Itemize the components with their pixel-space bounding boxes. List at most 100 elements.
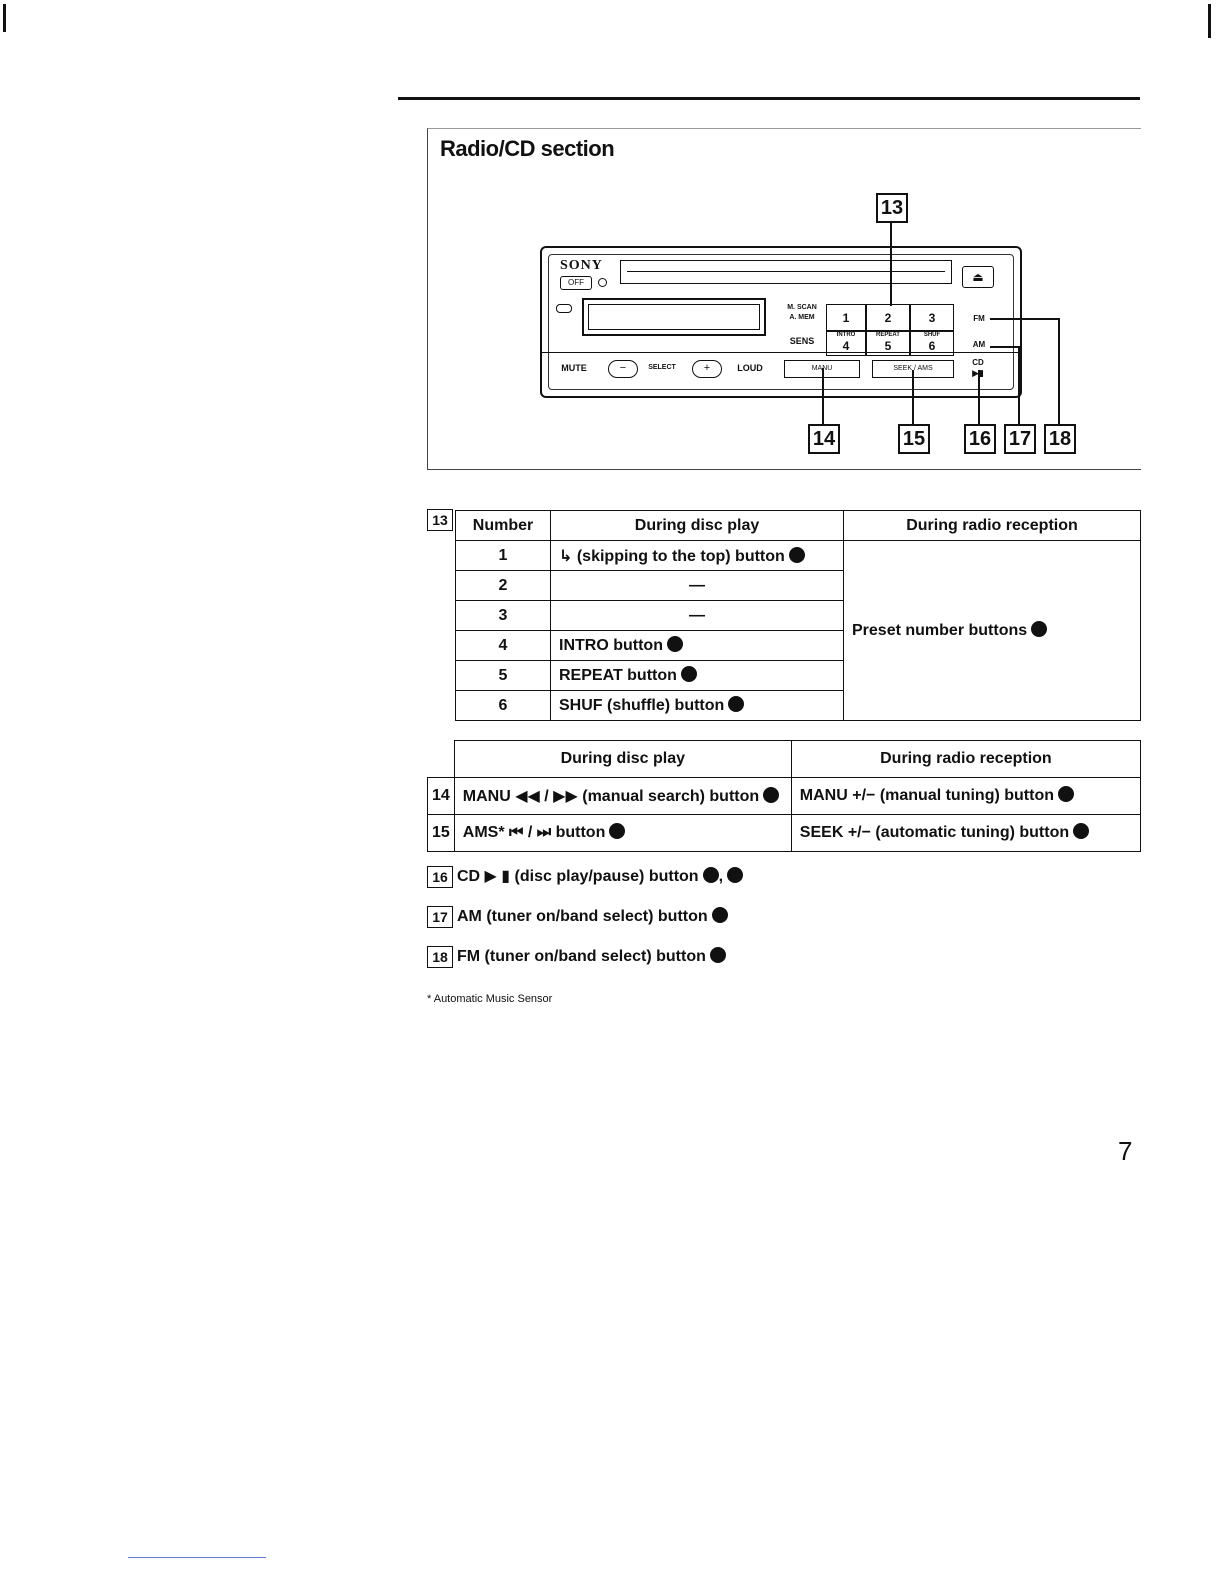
fm-label: FM [973, 314, 985, 323]
loud-label: LOUD [737, 363, 763, 373]
leader-16 [978, 370, 980, 424]
plus-key: + [692, 360, 722, 378]
shuf-label: SHUF [923, 332, 941, 338]
ref-marker-icon [609, 823, 626, 839]
row-disc: REPEAT button [550, 660, 844, 691]
leader-17-h [990, 346, 1018, 348]
preset-5-key: REPEAT 5 [866, 330, 910, 356]
header-rule [398, 97, 1140, 100]
preset-6-key: SHUF 6 [910, 330, 954, 356]
row-disc-text: ↳ (skipping to the top) button [559, 547, 785, 565]
cd-label: CD [972, 358, 984, 367]
callout-18: 18 [1044, 424, 1076, 454]
callout-16: 16 [964, 424, 996, 454]
row-radio: MANU +/− (manual tuning) button [790, 776, 1142, 815]
item-tag: 16 [427, 866, 453, 888]
row-number: 3 [455, 600, 551, 631]
leader-13 [890, 220, 892, 306]
row-radio-text: SEEK +/− (automatic tuning) button [799, 824, 1070, 841]
row-number: 5 [455, 660, 551, 691]
table-row: 6 SHUF (shuffle) button [455, 690, 1141, 721]
row-tag-cell: 15 [427, 813, 455, 852]
m-scan-label: M. SCAN [787, 304, 817, 311]
leader-14 [822, 368, 824, 424]
search-buttons-table: During disc play During radio reception … [427, 740, 1142, 852]
ref-marker-icon [728, 696, 745, 712]
select-label: SELECT [648, 364, 676, 371]
figure-title: Radio/CD section [440, 136, 615, 161]
ref-marker-icon [680, 666, 697, 682]
intro-label: INTRO [836, 332, 856, 338]
ref-marker-icon [702, 867, 719, 884]
car-stereo-faceplate: SONY OFF ⏏ M. SCAN A. MEM SENS 1 2 3 INT… [540, 246, 1022, 398]
row-radio-merged: Preset number buttons [843, 540, 1141, 721]
ams-label: AMS [917, 365, 933, 372]
header-disc: During disc play [453, 740, 792, 778]
right-margin-mark [1208, 4, 1211, 38]
row-tag: 15 [432, 823, 450, 841]
row-disc: AMS* ⏮ / ⏭ button [453, 813, 792, 852]
row-disc: — [550, 600, 844, 631]
left-margin-mark [3, 4, 6, 32]
header-number: Number [455, 510, 551, 541]
row-number: 6 [455, 690, 551, 721]
row-disc: — [550, 570, 844, 601]
indicator-dot [598, 278, 607, 287]
table-header-row: Number During disc play During radio rec… [455, 510, 1141, 541]
ref-marker-icon [1073, 823, 1090, 839]
preset-5-label: 5 [884, 339, 892, 353]
item-text: FM (tuner on/band select) button [457, 948, 706, 966]
item-text: AM (tuner on/band select) button [457, 908, 708, 926]
release-button [556, 304, 572, 313]
ref-marker-icon [711, 907, 728, 924]
row-tag-cell: 14 [427, 776, 455, 815]
faceplate-inner [548, 254, 1014, 390]
row-radio-text: MANU +/− (manual tuning) button [799, 787, 1054, 804]
preset-4-key: INTRO 4 [826, 330, 866, 356]
leader-18 [1058, 318, 1060, 424]
row-disc-text: INTRO button [559, 637, 663, 654]
brand-logo: SONY [560, 258, 603, 273]
table-row: 1 ↳ (skipping to the top) button Preset … [455, 540, 1141, 721]
row-disc: ↳ (skipping to the top) button [550, 540, 844, 571]
leader-15 [912, 370, 914, 424]
leader-17 [1018, 346, 1020, 424]
header-disc: During disc play [550, 510, 844, 541]
table-header-row: During disc play During radio reception [428, 740, 1142, 778]
radio-text: Preset number buttons [852, 622, 1028, 639]
ref-marker-icon [727, 867, 744, 884]
repeat-label: REPEAT [876, 332, 900, 338]
mute-label: MUTE [561, 363, 587, 373]
ref-marker-icon [666, 636, 683, 652]
callout-14: 14 [808, 424, 840, 454]
ref-marker-icon [709, 947, 726, 964]
sens-label: SENS [789, 336, 815, 346]
eject-icon: ⏏ [962, 266, 994, 288]
row-radio: SEEK +/− (automatic tuning) button [790, 813, 1142, 852]
leader-18-h [990, 318, 1058, 320]
page-number: 7 [1118, 1136, 1133, 1166]
seek-label: SEEK [893, 365, 913, 372]
callout-17: 17 [1004, 424, 1036, 454]
preset-3-key: 3 [910, 304, 954, 332]
a-mem-label: A. MEM [789, 314, 815, 321]
preset-buttons-table: Number During disc play During radio rec… [455, 510, 1141, 721]
preset-1-label: 1 [842, 311, 850, 325]
preset-4-label: 4 [842, 339, 850, 353]
row-disc: SHUF (shuffle) button [550, 690, 844, 721]
header-blank [428, 741, 455, 778]
minus-key: − [608, 360, 638, 378]
preset-6-label: 6 [928, 339, 936, 353]
callout-15: 15 [898, 424, 930, 454]
header-radio: During radio reception [843, 510, 1141, 541]
row-disc-text: REPEAT button [559, 667, 677, 684]
bottom-underline [128, 1557, 266, 1558]
footnote: * Automatic Music Sensor [427, 993, 553, 1005]
display-window [582, 298, 766, 336]
control-strip [542, 352, 1020, 381]
figure-frame [427, 128, 1141, 470]
row-number: 4 [455, 630, 551, 661]
